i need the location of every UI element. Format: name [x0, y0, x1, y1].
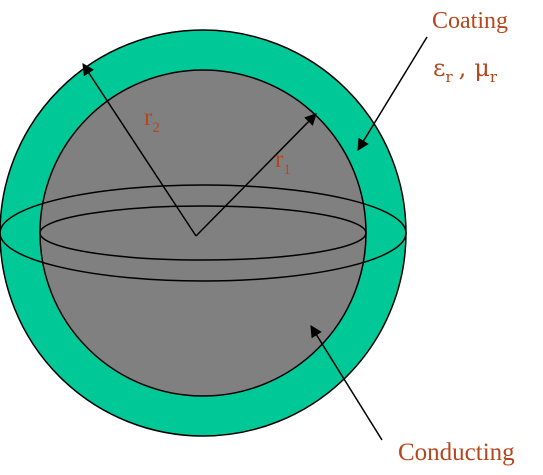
coating-leader-arrow	[357, 36, 428, 152]
radius-outer-arrow	[82, 62, 197, 237]
conducting-leader-arrow	[310, 324, 383, 441]
radius-inner-label: r1	[275, 146, 291, 178]
radius-outer-subscript: 2	[152, 120, 160, 136]
permittivity-subscript: r	[445, 68, 453, 86]
radius-inner-symbol: r	[275, 146, 284, 173]
permittivity-symbol: ε	[433, 54, 445, 82]
radius-inner-arrow	[195, 113, 317, 237]
permeability-symbol: μ	[474, 54, 490, 82]
inner-equator-ring	[39, 205, 367, 261]
radius-inner-subscript: 1	[283, 162, 291, 178]
coating-label: Coating	[432, 8, 508, 34]
outer-equator-ring	[0, 184, 407, 282]
permeability-subscript: r	[490, 68, 498, 86]
radius-outer-label: r2	[144, 104, 160, 136]
conducting-core	[39, 69, 367, 397]
radius-outer-symbol: r	[144, 104, 153, 131]
conducting-label: Conducting	[398, 439, 515, 466]
parameter-separator: ,	[459, 54, 467, 82]
material-parameters-label: εr,μr	[433, 54, 498, 86]
